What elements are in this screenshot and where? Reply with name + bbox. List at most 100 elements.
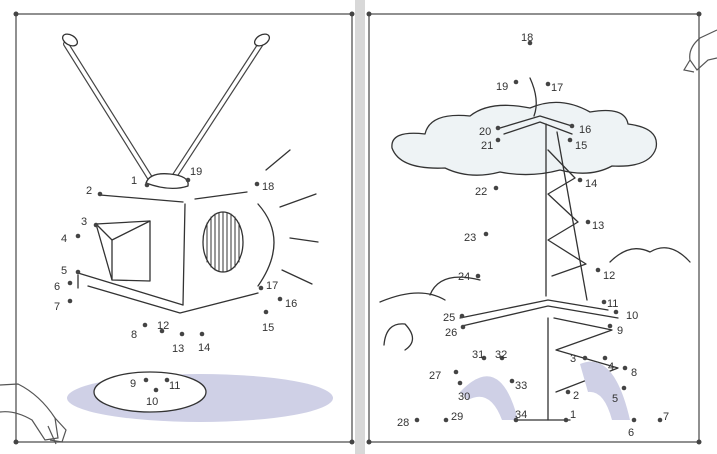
right-dot-16 xyxy=(569,123,575,129)
right-dot-label-12: 12 xyxy=(603,270,615,282)
right-dot-label-28: 28 xyxy=(397,417,409,429)
left-dot-15 xyxy=(263,309,269,315)
right-dot-28 xyxy=(414,417,420,423)
left-dot-19 xyxy=(185,177,191,183)
tower-drawing xyxy=(379,77,691,421)
left-dot-1 xyxy=(144,182,150,188)
right-dot-label-4: 4 xyxy=(608,361,614,373)
left-dot-label-14: 14 xyxy=(198,342,210,354)
left-dot-12 xyxy=(159,328,165,334)
left-dot-label-9: 9 xyxy=(130,378,136,390)
left-dot-16 xyxy=(277,296,283,302)
right-dot-4 xyxy=(602,355,608,361)
right-dot-label-7: 7 xyxy=(663,411,669,423)
right-dot-label-20: 20 xyxy=(479,126,491,138)
left-dot-13 xyxy=(179,331,185,337)
left-dot-label-12: 12 xyxy=(157,320,169,332)
left-dot-label-19: 19 xyxy=(190,166,202,178)
left-dot-11 xyxy=(164,377,170,383)
right-dot-15 xyxy=(567,137,573,143)
right-dot-14 xyxy=(577,177,583,183)
right-dot-label-32: 32 xyxy=(495,349,507,361)
right-dot-label-11: 11 xyxy=(607,298,618,310)
right-dot-25 xyxy=(459,313,465,319)
left-dot-label-8: 8 xyxy=(131,329,137,341)
right-page-border xyxy=(368,13,700,443)
pencil-hand-icon-right xyxy=(683,29,717,73)
left-dot-18 xyxy=(254,181,260,187)
right-dot-7 xyxy=(657,417,663,423)
right-dot-label-34: 34 xyxy=(515,409,527,421)
left-dot-8 xyxy=(142,322,148,328)
left-dot-4 xyxy=(75,233,81,239)
book-spine xyxy=(355,0,365,454)
right-dot-label-27: 27 xyxy=(429,370,441,382)
right-dot-19 xyxy=(513,79,519,85)
left-dot-5 xyxy=(75,269,81,275)
right-dot-label-21: 21 xyxy=(481,140,493,152)
right-dot-label-18: 18 xyxy=(521,32,533,44)
left-dot-label-15: 15 xyxy=(262,322,274,334)
right-dot-27 xyxy=(453,369,459,375)
left-dot-10 xyxy=(153,387,159,393)
left-dot-2 xyxy=(97,191,103,197)
right-dot-13 xyxy=(585,219,591,225)
page-corner-dots xyxy=(13,11,702,445)
right-dot-label-25: 25 xyxy=(443,312,455,324)
right-dot-32 xyxy=(499,355,505,361)
left-dot-3 xyxy=(93,222,99,228)
right-dot-17 xyxy=(545,81,551,87)
dots-right: 1234567891011121314151617181920212223242… xyxy=(397,32,669,439)
right-dot-23 xyxy=(483,231,489,237)
left-dot-label-18: 18 xyxy=(262,181,274,193)
tv-drawing xyxy=(61,33,333,422)
right-dot-2 xyxy=(565,389,571,395)
right-dot-31 xyxy=(481,355,487,361)
right-dot-label-13: 13 xyxy=(592,220,604,232)
left-dot-label-13: 13 xyxy=(172,343,184,355)
right-dot-22 xyxy=(493,185,499,191)
left-dot-9 xyxy=(143,377,149,383)
left-dot-label-2: 2 xyxy=(86,185,92,197)
left-dot-14 xyxy=(199,331,205,337)
right-dot-29 xyxy=(443,417,449,423)
right-dot-26 xyxy=(460,324,466,330)
right-dot-11 xyxy=(601,299,607,305)
right-dot-20 xyxy=(495,125,501,131)
right-dot-label-9: 9 xyxy=(617,325,623,337)
right-dot-34 xyxy=(513,417,519,423)
right-dot-label-16: 16 xyxy=(579,124,591,136)
right-dot-33 xyxy=(509,378,515,384)
left-dot-label-10: 10 xyxy=(146,396,158,408)
right-dot-label-30: 30 xyxy=(458,391,470,403)
right-dot-label-19: 19 xyxy=(496,81,508,93)
left-dot-label-17: 17 xyxy=(266,280,278,292)
left-dot-label-11: 11 xyxy=(169,380,180,392)
right-dot-label-23: 23 xyxy=(464,232,476,244)
right-dot-label-22: 22 xyxy=(475,186,487,198)
left-dot-label-1: 1 xyxy=(131,175,137,187)
right-dot-label-8: 8 xyxy=(631,367,637,379)
left-dot-label-7: 7 xyxy=(54,301,60,313)
right-dot-5 xyxy=(621,385,627,391)
right-dot-21 xyxy=(495,137,501,143)
right-dot-18 xyxy=(527,40,533,46)
pencil-hand-icon-left xyxy=(0,383,67,445)
right-dot-label-14: 14 xyxy=(585,178,597,190)
right-dot-8 xyxy=(622,365,628,371)
left-dot-17 xyxy=(258,285,264,291)
left-dot-label-6: 6 xyxy=(54,281,60,293)
right-dot-6 xyxy=(631,417,637,423)
right-dot-label-24: 24 xyxy=(458,271,470,283)
right-dot-label-17: 17 xyxy=(551,82,563,94)
left-dot-label-3: 3 xyxy=(81,216,87,228)
right-dot-label-5: 5 xyxy=(612,393,618,405)
left-dot-label-5: 5 xyxy=(61,265,67,277)
right-dot-10 xyxy=(613,309,619,315)
right-dot-24 xyxy=(475,273,481,279)
left-dot-label-4: 4 xyxy=(61,233,67,245)
right-dot-9 xyxy=(607,323,613,329)
right-dot-label-2: 2 xyxy=(573,390,579,402)
